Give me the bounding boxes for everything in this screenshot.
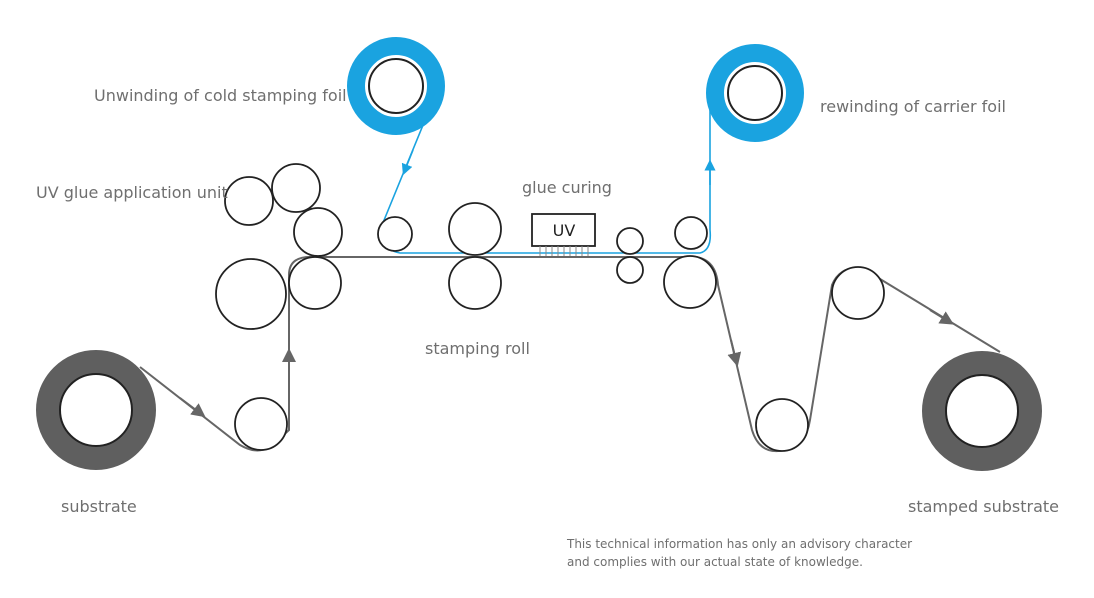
nip-roller-upper xyxy=(616,227,644,255)
label-stamping-roll: stamping roll xyxy=(425,339,530,358)
stamped-substrate-reel xyxy=(922,351,1042,471)
glue-transfer-roller xyxy=(288,256,342,310)
substrate-arrow-4 xyxy=(929,309,954,325)
label-uv-glue-unit: UV glue application unit xyxy=(36,183,228,202)
label-unwinding-foil: Unwinding of cold stamping foil xyxy=(94,86,347,105)
foil-arrow-down xyxy=(401,149,414,176)
upper-guide-roller xyxy=(831,266,885,320)
uv-lamp: UV xyxy=(531,213,596,256)
foil-guide-roller xyxy=(377,216,413,252)
dancer-roller xyxy=(755,398,809,452)
stamping-roll-lower xyxy=(448,256,502,310)
substrate-guide-roller xyxy=(234,397,288,451)
disclaimer-line-2: and complies with our actual state of kn… xyxy=(567,555,863,569)
impression-cylinder xyxy=(215,258,287,330)
substrate-arrow-3 xyxy=(727,339,742,367)
substrate-reel xyxy=(36,350,156,470)
disclaimer-line-1: This technical information has only an a… xyxy=(567,537,913,551)
disclaimer: This technical information has only an a… xyxy=(567,535,912,571)
substrate-arrow-1 xyxy=(179,397,206,418)
foil-exit-roller xyxy=(674,216,708,250)
carrier-rewind-reel xyxy=(706,44,804,142)
foil-unwind-reel xyxy=(347,37,445,135)
nip-roller-lower xyxy=(616,256,644,284)
label-rewinding-carrier: rewinding of carrier foil xyxy=(820,97,1006,116)
glue-roller-3 xyxy=(293,207,343,257)
label-glue-curing: glue curing xyxy=(522,178,612,197)
label-stamped-substrate: stamped substrate xyxy=(908,497,1059,516)
uv-lamp-label: UV xyxy=(553,221,576,240)
stamping-roll-upper xyxy=(448,202,502,256)
glue-roller-1 xyxy=(224,176,274,226)
substrate-exit-roller xyxy=(663,255,717,309)
label-substrate: substrate xyxy=(61,497,137,516)
glue-roller-2 xyxy=(271,163,321,213)
